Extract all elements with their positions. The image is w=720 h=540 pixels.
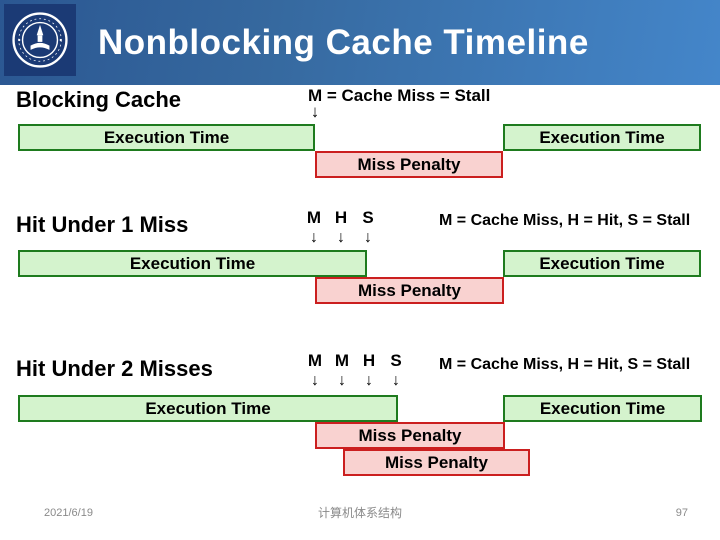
bar-execution-time: Execution Time xyxy=(503,395,702,422)
bar-miss-penalty-1: Miss Penalty xyxy=(315,422,505,449)
event-markers: M ↓ M ↓ H ↓ S ↓ xyxy=(304,351,407,391)
legend-hit-under-2-misses: M = Cache Miss, H = Hit, S = Stall xyxy=(439,356,691,373)
down-arrow-icon: ↓ xyxy=(310,102,320,121)
marker-stall: S ↓ xyxy=(385,351,407,391)
marker-letter: M xyxy=(306,208,322,227)
down-arrow-icon: ↓ xyxy=(338,372,346,389)
marker-letter: H xyxy=(362,351,376,370)
marker-letter: H xyxy=(334,208,348,227)
footer-course-title: 计算机体系结构 xyxy=(317,506,402,520)
bar-miss-penalty: Miss Penalty xyxy=(315,151,503,178)
marker-stall: S ↓ xyxy=(357,208,379,248)
down-arrow-icon: ↓ xyxy=(337,229,345,246)
marker-letter: S xyxy=(362,208,374,227)
down-arrow-icon: ↓ xyxy=(365,372,373,389)
footer-date: 2021/6/19 xyxy=(44,507,93,519)
bar-execution-time: Execution Time xyxy=(18,124,315,151)
section-heading-hit-under-1-miss: Hit Under 1 Miss xyxy=(16,212,189,237)
bar-miss-penalty: Miss Penalty xyxy=(315,277,504,304)
section-heading-hit-under-2-misses: Hit Under 2 Misses xyxy=(16,356,213,381)
section-heading-blocking-cache: Blocking Cache xyxy=(16,87,182,112)
marker-hit: H ↓ xyxy=(358,351,380,391)
marker-miss: M ↓ xyxy=(303,208,325,248)
bar-execution-time: Execution Time xyxy=(503,124,701,151)
legend-blocking-cache: M = Cache Miss = Stall xyxy=(308,86,491,105)
down-arrow-icon: ↓ xyxy=(310,229,318,246)
marker-letter: M xyxy=(334,351,350,370)
bar-miss-penalty-2: Miss Penalty xyxy=(343,449,530,476)
bar-execution-time: Execution Time xyxy=(18,395,398,422)
slide-header: Nonblocking Cache Timeline xyxy=(0,0,720,85)
marker-miss: M ↓ xyxy=(304,351,326,391)
bar-execution-time: Execution Time xyxy=(18,250,367,277)
university-seal-icon xyxy=(4,4,76,76)
marker-miss: M ↓ xyxy=(331,351,353,391)
down-arrow-icon: ↓ xyxy=(364,229,372,246)
footer-page-number: 97 xyxy=(675,507,688,519)
legend-hit-under-1-miss: M = Cache Miss, H = Hit, S = Stall xyxy=(439,212,691,229)
bar-execution-time: Execution Time xyxy=(503,250,701,277)
marker-letter: S xyxy=(390,351,402,370)
marker-letter: M xyxy=(307,351,323,370)
event-markers: M ↓ H ↓ S ↓ xyxy=(303,208,379,248)
down-arrow-icon: ↓ xyxy=(311,372,319,389)
marker-hit: H ↓ xyxy=(330,208,352,248)
seal-graphic xyxy=(12,12,68,68)
page-title: Nonblocking Cache Timeline xyxy=(98,23,589,62)
slide-footer: 2021/6/19 计算机体系结构 97 xyxy=(0,504,720,524)
down-arrow-icon: ↓ xyxy=(392,372,400,389)
